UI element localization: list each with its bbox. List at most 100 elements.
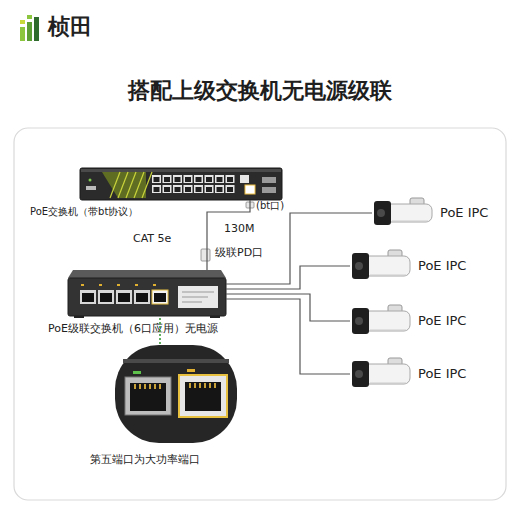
camera-label: PoE IPC [418, 366, 466, 382]
inset-port-hole [185, 382, 221, 411]
rj45-port-hole [100, 293, 112, 302]
rj45-port [194, 185, 203, 193]
rj45-port-hole [82, 293, 94, 302]
rj45-port [205, 185, 214, 193]
inset-ridge [123, 359, 229, 363]
switch-body [68, 278, 226, 316]
camera-drawing [350, 250, 412, 282]
rj45-port-hole [154, 187, 160, 192]
port-led [117, 284, 120, 286]
logo-bar [34, 17, 39, 41]
ip-camera: PoE IPC [350, 305, 412, 337]
rj45-port-hole [164, 187, 170, 192]
sticker-line [182, 297, 208, 298]
camera-label: PoE IPC [418, 258, 466, 274]
rj45-port [163, 185, 172, 193]
rj45-port [163, 175, 172, 183]
status-led [89, 179, 92, 182]
rj45-port-hole [185, 187, 191, 192]
cable-label: CAT 5e [133, 232, 171, 245]
port-led [133, 371, 141, 374]
rj45-port [226, 185, 235, 193]
logo-dot [20, 20, 25, 24]
port-led [135, 284, 138, 286]
port-label: 级联PD口 [215, 246, 263, 259]
camera-shade [370, 330, 406, 331]
network-cable [226, 294, 350, 321]
camera-hood [352, 361, 369, 387]
port-pin [204, 383, 206, 388]
sticker-line [182, 302, 202, 303]
camera-lens [355, 370, 363, 378]
rj45-port [152, 175, 161, 183]
camera-shade [370, 275, 406, 276]
network-cable [226, 299, 350, 374]
camera-label: PoE IPC [418, 313, 466, 329]
switch-decor-stripe [126, 172, 136, 198]
camera-lens [377, 209, 385, 217]
switch-foot [74, 316, 84, 318]
diagram-title: 搭配上级交换机无电源级联 [0, 76, 520, 106]
sticker-line [182, 292, 214, 293]
switch-decor-stripe [110, 172, 120, 198]
inset-port-hole [130, 383, 166, 411]
rj45-port [240, 175, 249, 183]
port-pin [149, 384, 151, 389]
rj45-port-hole [206, 187, 212, 192]
camera-hood [352, 308, 369, 334]
inset-caption: 第五端口为大功率端口 [90, 453, 200, 466]
ip-camera: PoE IPC [372, 198, 434, 228]
camera-drawing [372, 198, 434, 228]
switch-top-edge [81, 169, 281, 172]
switch-foot [210, 316, 220, 318]
port-pin [199, 383, 201, 388]
rj45-plug [246, 202, 254, 208]
small-drawing [68, 270, 226, 318]
port-pin [159, 384, 161, 389]
logo-bar [27, 22, 32, 41]
rj45-port [215, 185, 224, 193]
rj45-port [173, 175, 182, 183]
rj45-port [98, 290, 114, 304]
cable-length: 130M [224, 222, 255, 235]
camera-drawing [350, 305, 412, 337]
poe-switch: PoE交换机（带bt协议） [80, 168, 282, 200]
port-label: (bt口) [256, 200, 284, 212]
logo-bar [20, 27, 25, 41]
rj45-port [173, 185, 182, 193]
rj45-port-hole [196, 177, 202, 182]
rj45-port [205, 175, 214, 183]
sfp-port [262, 187, 276, 193]
camera-label: PoE IPC [440, 205, 488, 221]
bt-port [245, 185, 255, 194]
port-led [81, 284, 84, 286]
rj45-port-hole [217, 187, 223, 192]
rj45-port-hole [196, 187, 202, 192]
camera-drawing [350, 358, 412, 390]
brand-name: 桢田 [48, 14, 92, 40]
cascade-switch: PoE级联交换机（6口应用）无电源 [68, 270, 226, 318]
camera-lens [355, 262, 363, 270]
device-label: PoE级联交换机（6口应用）无电源 [48, 322, 218, 335]
switch-sticker [178, 286, 218, 308]
device-label: PoE交换机（带bt协议） [30, 206, 138, 218]
rj45-port-hole [175, 187, 181, 192]
camera-shade [370, 383, 406, 384]
rj45-port [194, 175, 203, 183]
rj45-port [116, 290, 132, 304]
camera-hood [374, 201, 391, 225]
camera-lens [355, 317, 363, 325]
sfp-port [262, 177, 276, 183]
rj45-port-hole [164, 177, 170, 182]
content-panel [14, 128, 506, 500]
zoom-leader [159, 318, 161, 345]
port-led [153, 284, 156, 286]
rj45-port [215, 175, 224, 183]
inset-drawing [115, 345, 237, 443]
logo-dot [27, 15, 32, 19]
rj45-plug [201, 249, 210, 261]
rj45-port-hole [217, 177, 223, 182]
switch-decor [102, 172, 146, 198]
rj45-port [152, 185, 161, 193]
